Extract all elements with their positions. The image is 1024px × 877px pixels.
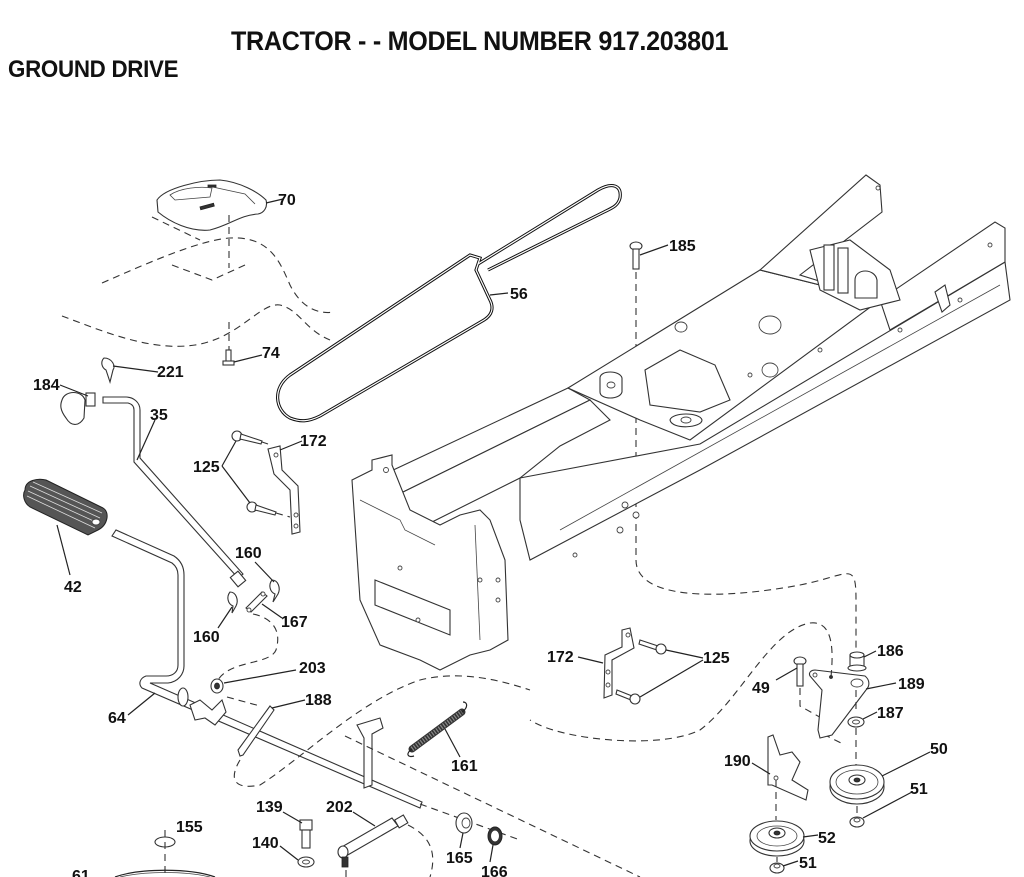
part-172-bracket-upper[interactable]: 172 [267, 433, 327, 535]
part-74-screw[interactable]: 74 [222, 322, 280, 366]
callout-190: 190 [724, 753, 751, 770]
callout-140: 140 [252, 835, 279, 852]
part-166-washer[interactable]: 166 [481, 826, 508, 877]
callout-186: 186 [877, 643, 904, 660]
shaft-arm-bracket [189, 698, 384, 789]
part-125-bolts-lower[interactable]: 125 [615, 639, 730, 705]
part-190-belt-keeper[interactable]: 190 [724, 734, 809, 820]
part-184-knob[interactable]: 184 [33, 377, 96, 425]
part-56-belt[interactable]: 56 [276, 183, 622, 423]
callout-172-upper: 172 [300, 433, 327, 450]
callout-166: 166 [481, 864, 508, 877]
callout-74: 74 [262, 345, 280, 362]
part-189-idler-bracket[interactable]: 189 [529, 622, 925, 742]
callout-160-lower: 160 [193, 629, 220, 646]
part-42-pedal-pad[interactable]: 42 [23, 478, 108, 596]
callout-42: 42 [64, 579, 82, 596]
part-202-arm[interactable]: 202 [326, 799, 434, 877]
part-49-bolt[interactable]: 49 [752, 656, 846, 746]
assembly-line-1 [344, 735, 641, 877]
part-167-link[interactable]: 167 [217, 591, 308, 681]
part-139-bolt[interactable]: 139 [256, 799, 313, 849]
callout-50: 50 [930, 741, 948, 758]
part-70-console[interactable]: 70 [156, 179, 296, 268]
part-160-clips[interactable]: 160 160 [193, 545, 280, 646]
part-187-washer[interactable]: 187 [847, 690, 904, 770]
callout-167: 167 [281, 614, 308, 631]
page-title: TRACTOR - - MODEL NUMBER 917.203801 [231, 26, 729, 56]
callout-125-lower: 125 [703, 650, 730, 667]
callout-172-lower: 172 [547, 649, 574, 666]
callout-184: 184 [33, 377, 60, 394]
part-50-idler-pulley[interactable]: 50 [829, 741, 948, 805]
part-186-spacer[interactable]: 186 [847, 643, 904, 672]
callout-165: 165 [446, 850, 473, 867]
callout-160-upper: 160 [235, 545, 262, 562]
part-172-bracket-lower[interactable]: 172 [547, 627, 635, 699]
part-188-rod[interactable]: 188 [226, 675, 531, 787]
callout-139: 139 [256, 799, 283, 816]
part-140-washer[interactable]: 140 [252, 835, 315, 868]
callout-161: 161 [451, 758, 478, 775]
callout-221: 221 [157, 364, 184, 381]
callout-125-upper: 125 [193, 459, 220, 476]
callout-51-lower: 51 [799, 855, 817, 872]
callout-189: 189 [898, 676, 925, 693]
callout-155: 155 [176, 819, 203, 836]
callout-70: 70 [278, 192, 296, 209]
part-51-nut-upper[interactable]: 51 [849, 781, 928, 828]
part-125-bolts-upper[interactable]: 125 [193, 430, 291, 518]
callout-61: 61 [72, 868, 90, 877]
part-35-rod[interactable]: 35 [102, 396, 247, 588]
callout-203: 203 [299, 660, 326, 677]
section-title: GROUND DRIVE [8, 56, 179, 83]
part-203-washer[interactable]: 203 [210, 660, 326, 694]
part-52-idler-pulley[interactable]: 52 [749, 820, 836, 857]
part-155-retaining-ring[interactable]: 155 [154, 819, 203, 877]
callout-185: 185 [669, 238, 696, 255]
part-64-pedal-shaft[interactable]: 64 [108, 529, 423, 809]
callout-35: 35 [150, 407, 168, 424]
callout-64: 64 [108, 710, 126, 727]
part-221-hairpin[interactable]: 221 [101, 357, 184, 384]
fender-outline [61, 216, 336, 347]
callout-187: 187 [877, 705, 904, 722]
callout-56: 56 [510, 286, 528, 303]
part-51-nut-lower[interactable]: 51 [769, 855, 817, 874]
part-161-spring[interactable]: 161 [407, 701, 478, 775]
tractor-frame [351, 174, 1011, 671]
part-165-bearing[interactable]: 165 [446, 812, 473, 867]
part-61-pulley[interactable]: 61 [72, 868, 216, 877]
callout-188: 188 [305, 692, 332, 709]
part-185-carriage-bolt[interactable]: 185 [629, 238, 857, 650]
callout-49: 49 [752, 680, 770, 697]
callout-202: 202 [326, 799, 353, 816]
callout-52: 52 [818, 830, 836, 847]
callout-51-upper: 51 [910, 781, 928, 798]
